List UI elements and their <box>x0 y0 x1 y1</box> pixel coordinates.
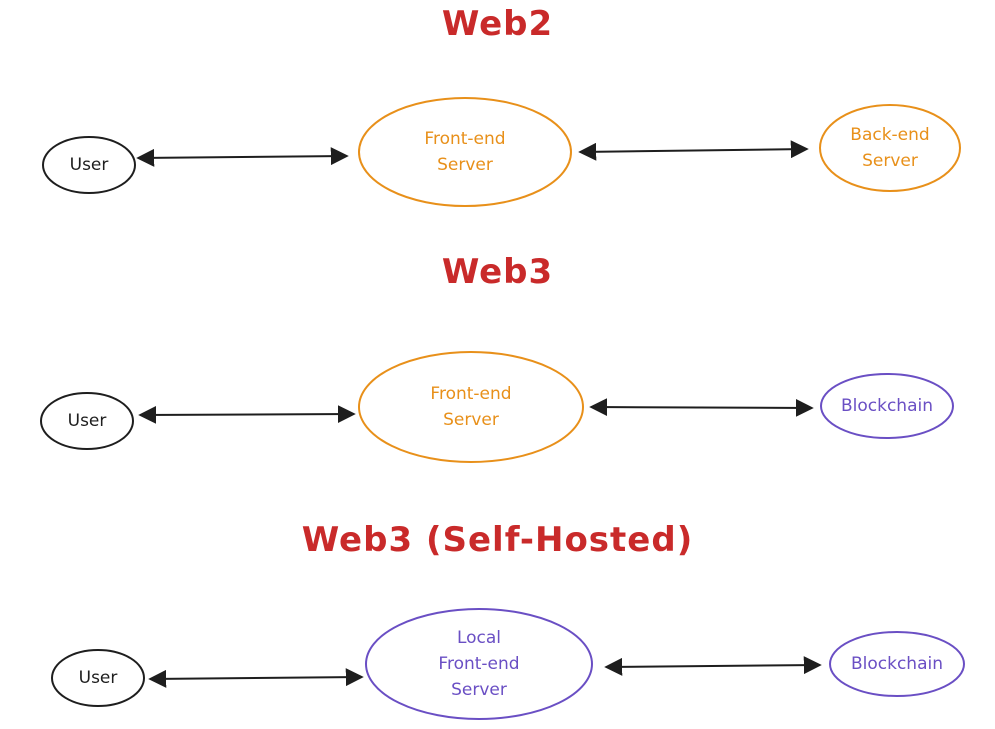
web2-backend-label: Back-end Server <box>820 105 960 191</box>
web3-arrow-user-frontend <box>138 405 356 424</box>
self-hosted-user-node <box>51 649 145 707</box>
web3-blockchain-text: Blockchain <box>840 396 933 416</box>
web3-blockchain-label: Blockchain <box>821 374 953 438</box>
self-hosted-arrow-frontend-blockchain <box>604 656 822 676</box>
web2-backend-node <box>819 104 961 192</box>
section-title-web3: Web3 <box>441 252 554 292</box>
section-title-web2: Web2 <box>441 4 554 44</box>
self-hosted-blockchain-text: Blockchain <box>850 654 943 674</box>
web2-frontend-node <box>358 97 572 207</box>
self-hosted-blockchain-label: Blockchain <box>830 632 964 696</box>
web2-backend-text-1: Back-end <box>850 125 930 145</box>
web3-frontend-text-2: Server <box>443 410 499 430</box>
web2-arrow-user-frontend <box>136 147 349 167</box>
web2-frontend-text-1: Front-end <box>424 129 506 149</box>
web2-backend-text-2: Server <box>862 151 918 171</box>
web3-frontend-text-1: Front-end <box>430 384 512 404</box>
web3-arrow-frontend-blockchain <box>589 398 814 417</box>
web2-frontend-label: Front-end Server <box>359 98 571 206</box>
web2-arrow-frontend-backend <box>578 140 809 161</box>
self-hosted-frontend-text-3: Server <box>451 680 507 700</box>
web2-frontend-text-2: Server <box>437 155 493 175</box>
web2-user-text: User <box>69 155 109 175</box>
web2-user-label: User <box>43 137 135 193</box>
self-hosted-user-label: User <box>52 650 144 706</box>
web3-user-label: User <box>41 393 133 449</box>
self-hosted-frontend-text-1: Local <box>456 628 502 648</box>
self-hosted-arrow-user-frontend <box>148 668 364 688</box>
web3-user-node <box>40 392 134 450</box>
section-title-web3-self-hosted: Web3 (Self-Hosted) <box>301 520 694 560</box>
self-hosted-user-text: User <box>78 668 118 688</box>
self-hosted-frontend-label: Local Front-end Server <box>366 609 592 719</box>
web3-user-text: User <box>67 411 107 431</box>
web3-frontend-node <box>358 351 584 463</box>
web3-frontend-label: Front-end Server <box>359 352 583 462</box>
web3-blockchain-node <box>820 373 954 439</box>
web2-user-node <box>42 136 136 194</box>
self-hosted-blockchain-node <box>829 631 965 697</box>
self-hosted-frontend-text-2: Front-end <box>438 654 520 674</box>
self-hosted-frontend-node <box>365 608 593 720</box>
